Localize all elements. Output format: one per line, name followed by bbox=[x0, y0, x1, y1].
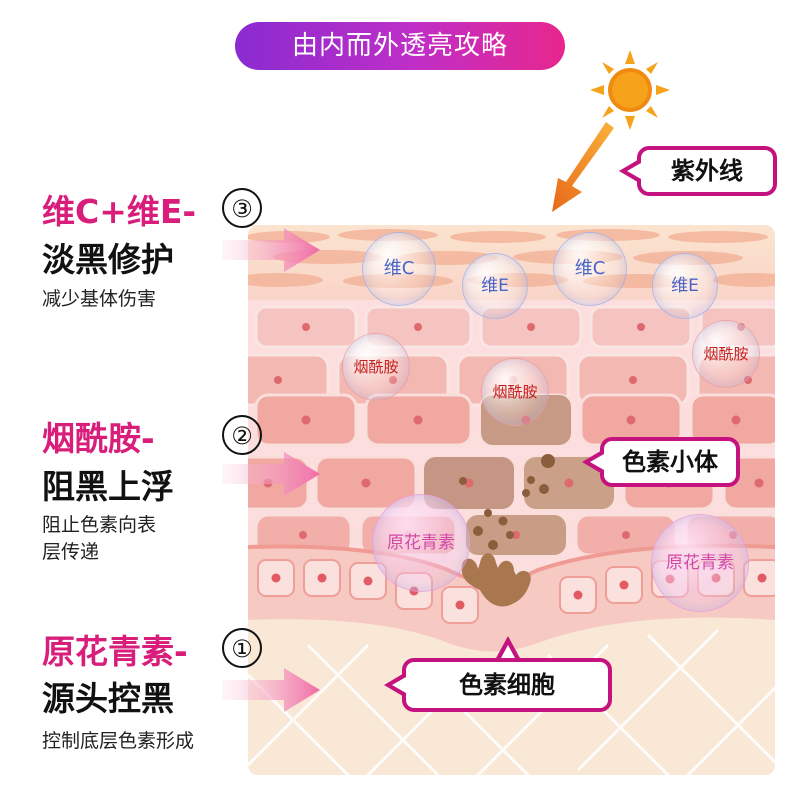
step-3-number: ③ bbox=[222, 188, 262, 228]
step-3-heading: 维C+维E- bbox=[42, 192, 197, 231]
melanosome-callout: 色素小体 bbox=[582, 437, 740, 487]
step-3-description: 减少基体伤害 bbox=[42, 288, 157, 310]
callout-pointer bbox=[495, 636, 521, 660]
arrow-right-icon bbox=[222, 228, 320, 272]
step-3-subheading: 淡黑修护 bbox=[42, 240, 174, 279]
arrow-right-icon bbox=[222, 668, 320, 712]
step-2-heading: 烟酰胺- bbox=[42, 419, 155, 458]
opc-bubble: 原花青素 bbox=[651, 514, 749, 612]
step-1-heading: 原花青素- bbox=[42, 632, 188, 671]
melanocyte-callout: 色素细胞 bbox=[384, 658, 612, 712]
arrow-right-icon bbox=[222, 452, 320, 496]
step-2-description-line: 阻止色素向表 bbox=[42, 514, 157, 536]
vitamin-e-bubble: 维E bbox=[652, 253, 718, 319]
opc-bubble: 原花青素 bbox=[372, 494, 470, 592]
sun-icon bbox=[590, 50, 670, 130]
page-title: 由内而外透亮攻略 bbox=[235, 22, 565, 70]
vitamin-c-bubble: 维C bbox=[362, 232, 436, 306]
step-2-description-line: 层传递 bbox=[42, 541, 100, 563]
step-1-number: ① bbox=[222, 628, 262, 668]
vitamin-e-bubble: 维E bbox=[462, 253, 528, 319]
step-2-description: 阻止色素向表 层传递 bbox=[42, 512, 156, 566]
step-1-subheading: 源头控黑 bbox=[42, 679, 174, 718]
step-2-subheading: 阻黑上浮 bbox=[42, 467, 174, 506]
niacinamide-bubble: 烟酰胺 bbox=[342, 333, 410, 401]
vitamin-c-bubble: 维C bbox=[553, 232, 627, 306]
step-2-number: ② bbox=[222, 415, 262, 455]
uv-callout: 紫外线 bbox=[619, 146, 777, 196]
step-1-description: 控制底层色素形成 bbox=[42, 730, 195, 752]
niacinamide-bubble: 烟酰胺 bbox=[692, 320, 760, 388]
skin-diagram bbox=[248, 225, 775, 775]
niacinamide-bubble: 烟酰胺 bbox=[481, 358, 549, 426]
arrow-down-left-icon bbox=[552, 122, 614, 212]
